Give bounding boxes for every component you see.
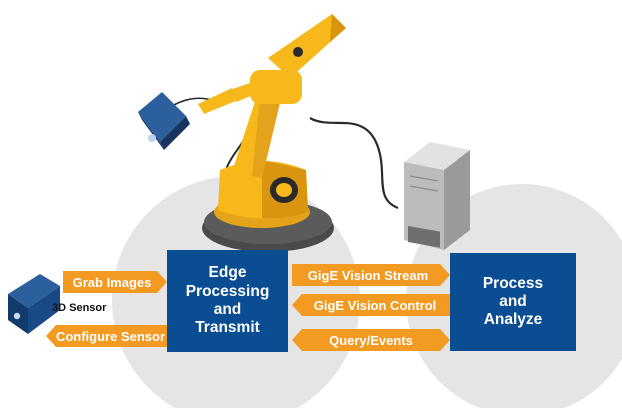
process-analyze-box: Process and Analyze <box>450 253 576 351</box>
edge-line-2: Processing <box>185 282 270 300</box>
process-line-1: Process <box>482 274 544 292</box>
gige-vision-stream-label: GigE Vision Stream <box>307 267 429 283</box>
edge-line-3: and <box>213 301 242 318</box>
query-events-arrow: Query/Events <box>292 329 450 351</box>
process-line-3: Analyze <box>483 311 543 329</box>
camera-icon <box>138 92 190 150</box>
sensor-label: 3D Sensor <box>52 302 107 314</box>
gige-vision-stream-arrow: GigE Vision Stream <box>292 264 450 286</box>
grab-images-label: Grab Images <box>72 274 152 290</box>
process-line-2: and <box>499 292 527 310</box>
gige-vision-control-arrow: GigE Vision Control <box>292 294 450 316</box>
gige-vision-control-label: GigE Vision Control <box>313 297 437 313</box>
robot-arm-icon <box>198 14 346 252</box>
3d-sensor-icon <box>8 274 60 334</box>
query-events-label: Query/Events <box>329 332 413 348</box>
edge-line-1: Edge <box>208 264 247 282</box>
configure-sensor-label: Configure Sensor <box>55 328 166 344</box>
server-tower-icon <box>404 142 470 250</box>
edge-line-4: Transmit <box>195 319 260 337</box>
edge-processing-box: Edge Processing and Transmit <box>167 250 288 352</box>
cable-robot-server <box>309 117 399 210</box>
configure-sensor-arrow: Configure Sensor <box>46 325 167 347</box>
grab-images-arrow: Grab Images <box>63 271 167 293</box>
